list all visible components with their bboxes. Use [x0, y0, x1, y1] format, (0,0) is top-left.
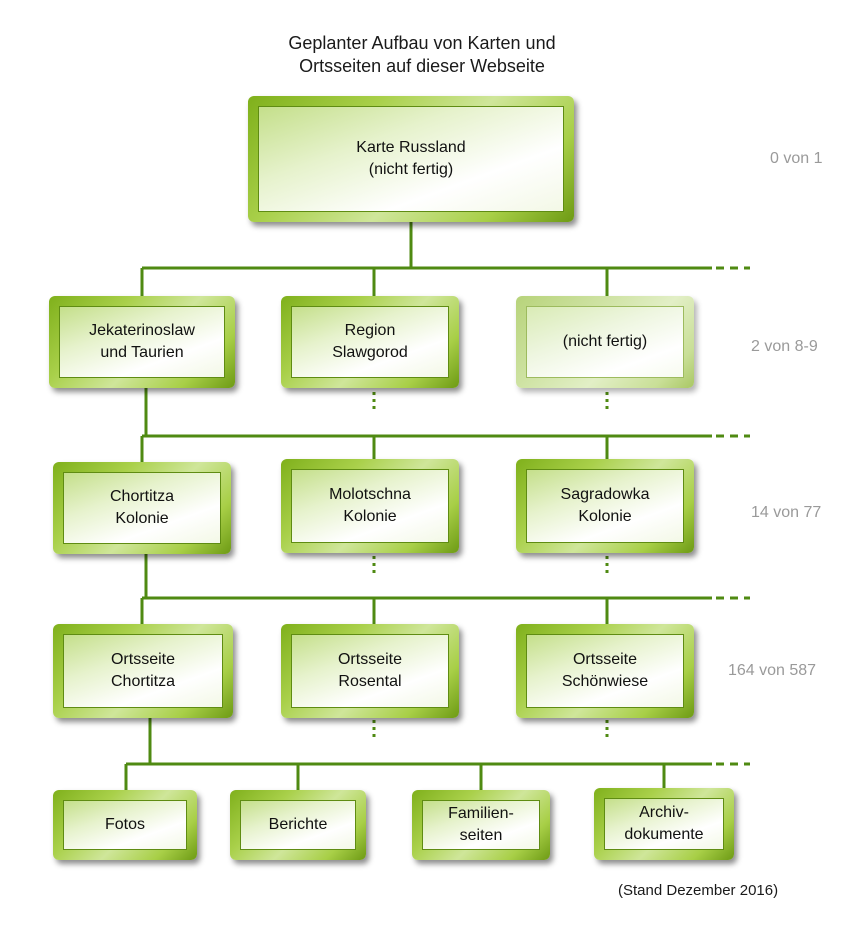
node-text-line-1: Familien- [448, 805, 514, 822]
node-ortsseite-chortitza: Ortsseite Chortitza [53, 624, 233, 718]
node-text-line-1: Chortitza [109, 488, 175, 505]
node-text-line-1: Ortsseite [572, 651, 637, 668]
node-text-line-2: Kolonie [343, 508, 397, 525]
node-text-line-2: Kolonie [578, 508, 632, 525]
count-level-1: 2 von 8-9 [751, 338, 818, 355]
node-archivdokumente: Archiv- dokumente [594, 788, 734, 860]
node-label: Molotschna Kolonie [291, 469, 449, 543]
node-label: Karte Russland (nicht fertig) [258, 106, 564, 212]
node-text-line-2: Rosental [338, 673, 402, 690]
count-level-0: 0 von 1 [770, 150, 823, 167]
node-sagradowka-kolonie: Sagradowka Kolonie [516, 459, 694, 553]
node-text-line-1: Jekaterinoslaw [89, 322, 195, 339]
node-label: Ortsseite Chortitza [63, 634, 223, 708]
node-karte-russland: Karte Russland (nicht fertig) [248, 96, 574, 222]
node-label: Familien- seiten [422, 800, 540, 850]
node-text-line-1: Region [344, 322, 396, 339]
node-ortsseite-schoenwiese: Ortsseite Schönwiese [516, 624, 694, 718]
node-text-line-1: (nicht fertig) [562, 333, 648, 350]
node-nicht-fertig: (nicht fertig) [516, 296, 694, 388]
node-ortsseite-rosental: Ortsseite Rosental [281, 624, 459, 718]
node-fotos: Fotos [53, 790, 197, 860]
node-berichte: Berichte [230, 790, 366, 860]
node-label: Archiv- dokumente [604, 798, 724, 850]
node-label: Ortsseite Rosental [291, 634, 449, 708]
count-level-2: 14 von 77 [751, 504, 822, 521]
node-text-line-1: Ortsseite [110, 651, 175, 668]
node-molotschna-kolonie: Molotschna Kolonie [281, 459, 459, 553]
node-label: Fotos [63, 800, 187, 850]
node-familienseiten: Familien- seiten [412, 790, 550, 860]
node-text-line-1: Molotschna [329, 486, 411, 503]
node-label: Chortitza Kolonie [63, 472, 221, 544]
node-text-line-1: Sagradowka [560, 486, 650, 503]
node-text-line-2: und Taurien [100, 344, 184, 361]
node-label: Sagradowka Kolonie [526, 469, 684, 543]
node-label: Jekaterinoslaw und Taurien [59, 306, 225, 378]
node-label: Ortsseite Schönwiese [526, 634, 684, 708]
node-text-line-1: Berichte [268, 816, 328, 833]
node-text-line-2: Chortitza [110, 673, 176, 690]
node-text-line-1: Archiv- [639, 804, 689, 821]
status-footnote: (Stand Dezember 2016) [618, 882, 779, 899]
title-line-2: Ortsseiten auf dieser Webseite [299, 56, 545, 76]
title-line-1: Geplanter Aufbau von Karten und [288, 33, 556, 53]
node-jekaterinoslaw: Jekaterinoslaw und Taurien [49, 296, 235, 388]
node-text-line-1: Fotos [104, 816, 145, 833]
node-chortitza-kolonie: Chortitza Kolonie [53, 462, 231, 554]
node-text-line-2: Slawgorod [332, 344, 408, 361]
node-label: (nicht fertig) [526, 306, 684, 378]
node-region-slawgorod: Region Slawgorod [281, 296, 459, 388]
node-label: Region Slawgorod [291, 306, 449, 378]
node-label: Berichte [240, 800, 356, 850]
node-text-line-1: Karte Russland [356, 139, 466, 156]
node-text-line-1: Ortsseite [337, 651, 402, 668]
node-text-line-2: (nicht fertig) [368, 161, 454, 178]
count-level-3: 164 von 587 [728, 662, 817, 679]
node-text-line-2: dokumente [624, 826, 704, 843]
node-text-line-2: Kolonie [115, 510, 169, 527]
node-text-line-2: seiten [459, 827, 503, 844]
diagram-title: Geplanter Aufbau von Karten und Ortsseit… [222, 32, 622, 78]
node-text-line-2: Schönwiese [561, 673, 649, 690]
